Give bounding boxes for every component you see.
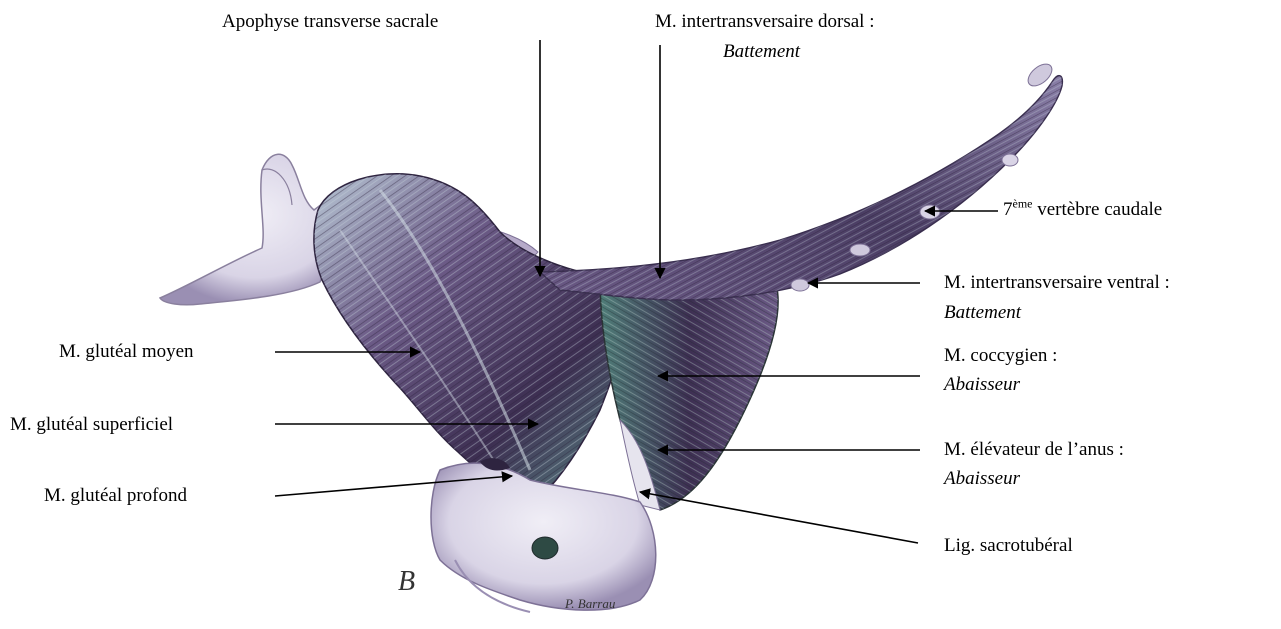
leader-sacrotuberal [640, 492, 918, 543]
label-coccygien: M. coccygien : [944, 344, 1057, 368]
vertebre-number: 7 [1003, 199, 1013, 220]
label-vertebre-caudale: 7ème vertèbre caudale [1003, 198, 1162, 222]
label-apophyse-transverse-sacrale: Apophyse transverse sacrale [222, 10, 438, 34]
plate-letter: B [398, 566, 415, 598]
vertebre-text: vertèbre caudale [1033, 199, 1163, 220]
label-gluteal-profond: M. glutéal profond [44, 484, 187, 508]
label-coccygien-function: Abaisseur [944, 373, 1020, 397]
label-gluteal-superficiel: M. glutéal superficiel [10, 413, 173, 437]
leader-gluteal-profond [275, 476, 512, 496]
label-lig-sacrotuberal: Lig. sacrotubéral [944, 534, 1073, 558]
label-intertransversaire-dorsal: M. intertransversaire dorsal : [655, 10, 874, 34]
label-intertransversaire-dorsal-function: Battement [723, 40, 800, 64]
label-elevateur-anus-function: Abaisseur [944, 467, 1020, 491]
label-intertransversaire-ventral: M. intertransversaire ventral : [944, 271, 1170, 295]
artist-signature: P. Barrau [565, 596, 615, 612]
label-intertransversaire-ventral-function: Battement [944, 301, 1021, 325]
label-elevateur-anus: M. élévateur de l’anus : [944, 438, 1124, 462]
label-gluteal-moyen: M. glutéal moyen [59, 340, 194, 364]
vertebre-ordinal: ème [1013, 197, 1033, 211]
